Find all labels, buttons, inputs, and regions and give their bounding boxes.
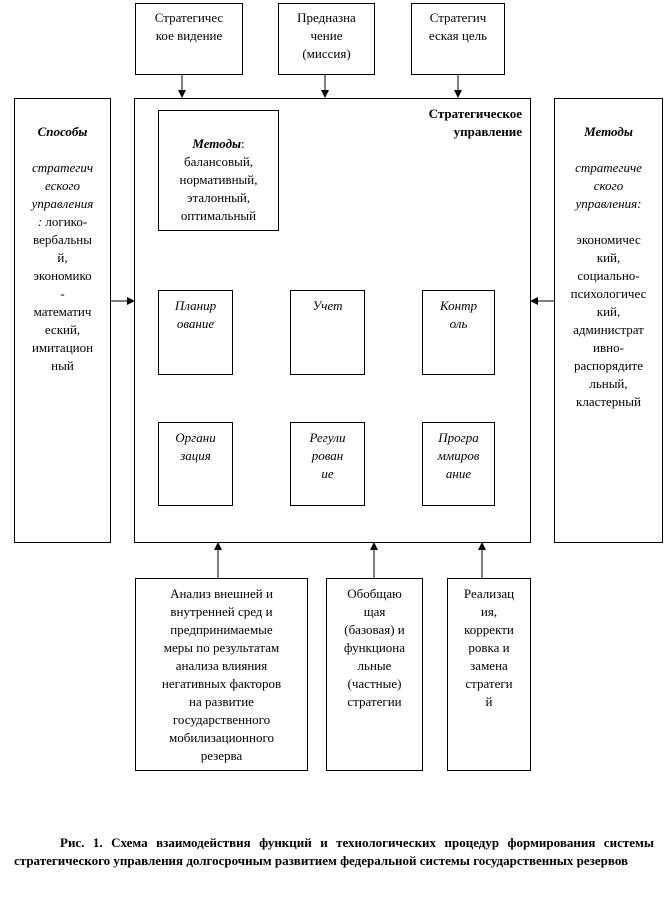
management-ways-subtitle: стратегич еского управления :: [31, 160, 94, 229]
management-methods-items: экономичес кий, социально- психологичес …: [570, 232, 647, 409]
mission-text: Предназна чение (миссия): [297, 10, 356, 61]
methods-box: Методы: балансовый, нормативный, эталонн…: [158, 110, 279, 231]
strategies-box: Обобщаю щая (базовая) и функциона льные …: [326, 578, 423, 771]
management-methods-title: Методы: [584, 124, 633, 139]
implementation-box: Реализац ия, корректи ровка и замена стр…: [447, 578, 531, 771]
strategic-vision-text: Стратегичес кое видение: [154, 10, 224, 43]
strategic-goal-text: Стратегич еская цель: [428, 10, 488, 43]
control-box: Контр оль: [422, 290, 495, 375]
programming-text: Програ ммиров ание: [437, 430, 480, 481]
methods-content: Методы: балансовый, нормативный, эталонн…: [159, 117, 278, 225]
implementation-text: Реализац ия, корректи ровка и замена стр…: [463, 586, 515, 709]
management-methods-subtitle: стратегиче ского управления:: [575, 160, 642, 211]
strategic-management-title: Стратегическое управление: [428, 106, 522, 139]
environment-analysis-text: Анализ внешней и внутренней сред и предп…: [161, 586, 282, 763]
management-ways-panel: Способы стратегич еского управления : ло…: [14, 98, 111, 543]
planning-box: Планир ование: [158, 290, 233, 375]
organization-text: Органи зация: [175, 430, 216, 463]
management-ways-title: Способы: [37, 124, 88, 139]
programming-box: Програ ммиров ание: [422, 422, 495, 506]
strategic-vision-box: Стратегичес кое видение: [135, 3, 243, 75]
strategies-text: Обобщаю щая (базовая) и функциона льные …: [343, 586, 405, 709]
figure-caption: Рис. 1. Схема взаимодействия функций и т…: [14, 834, 654, 870]
management-ways-content: Способы стратегич еского управления : ло…: [15, 105, 110, 375]
planning-text: Планир ование: [174, 298, 217, 331]
regulation-text: Регули рован ие: [309, 430, 346, 481]
methods-title: Методы: [192, 136, 242, 151]
organization-box: Органи зация: [158, 422, 233, 506]
management-methods-panel: Методы стратегиче ского управления: экон…: [554, 98, 663, 543]
management-methods-content: Методы стратегиче ского управления: экон…: [555, 105, 662, 411]
accounting-box: Учет: [290, 290, 365, 375]
methods-items: : балансовый, нормативный, эталонный, оп…: [179, 136, 258, 223]
management-ways-items: логико- вербальны й, экономико - математ…: [31, 214, 94, 373]
figure-caption-text: Рис. 1. Схема взаимодействия функций и т…: [14, 835, 654, 868]
regulation-box: Регули рован ие: [290, 422, 365, 506]
mission-box: Предназна чение (миссия): [278, 3, 375, 75]
accounting-text: Учет: [312, 298, 343, 313]
environment-analysis-box: Анализ внешней и внутренней сред и предп…: [135, 578, 308, 771]
strategic-goal-box: Стратегич еская цель: [411, 3, 505, 75]
control-text: Контр оль: [440, 298, 477, 331]
